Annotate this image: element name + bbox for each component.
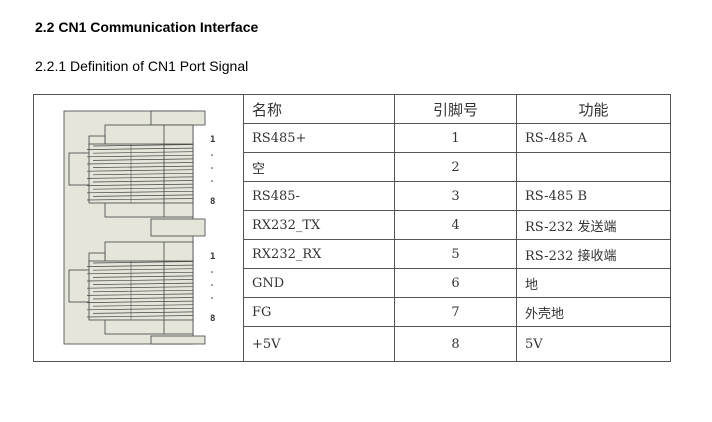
contact-line — [86, 147, 194, 150]
contact-line — [86, 198, 194, 201]
contact-line — [92, 282, 194, 285]
contact-line — [86, 154, 194, 158]
cell-name: RS485- — [243, 181, 395, 211]
contact-line — [86, 264, 194, 267]
contact-line — [86, 279, 194, 282]
contact-line — [86, 190, 194, 194]
section-title: 2.2 CN1 Communication Interface — [35, 19, 259, 35]
contact-line — [86, 169, 194, 172]
cell-name: GND — [243, 268, 395, 298]
pin-ellipsis-dot — [211, 167, 213, 169]
pin-label-top-8: 8 — [210, 197, 216, 207]
cell-pin: 8 — [394, 326, 517, 362]
cell-pin: 3 — [394, 181, 517, 211]
pin-ellipsis-dot — [211, 297, 213, 299]
contact-line — [92, 289, 194, 293]
cell-function: RS-485 B — [516, 181, 671, 211]
contact-line — [92, 304, 194, 307]
cell-pin: 6 — [394, 268, 517, 298]
contact-line — [92, 165, 194, 168]
contact-line — [92, 261, 194, 264]
pin-label-top-1: 1 — [210, 135, 216, 145]
cell-pin: 4 — [394, 210, 517, 240]
cell-pin: 1 — [394, 123, 517, 153]
contact-line — [92, 172, 194, 176]
contact-line — [92, 297, 194, 300]
pin-ellipsis-dot — [211, 284, 213, 286]
cell-function — [516, 152, 671, 182]
connector-flange — [150, 335, 206, 345]
cell-function: RS-232 接收端 — [516, 239, 671, 269]
contact-line — [92, 187, 194, 190]
connector-diagram-cell: 1 8 1 8 — [33, 94, 244, 362]
contact-line — [86, 271, 194, 275]
contact-line — [92, 311, 194, 314]
cell-name: 空 — [243, 152, 395, 182]
jack-tab — [68, 269, 92, 303]
contact-line — [92, 180, 194, 183]
rj45-double-connector-diagram — [63, 110, 213, 345]
contact-line — [86, 293, 194, 296]
cell-pin: 5 — [394, 239, 517, 269]
header-pin: 引脚号 — [394, 94, 517, 124]
cell-name: RX232_RX — [243, 239, 395, 269]
contact-line — [92, 158, 194, 161]
cell-name: RS485+ — [243, 123, 395, 153]
cell-function: 外壳地 — [516, 297, 671, 327]
cell-function: RS-485 A — [516, 123, 671, 153]
contact-line — [92, 275, 194, 278]
contact-line — [86, 176, 194, 179]
contact-line — [86, 315, 194, 318]
cell-pin: 7 — [394, 297, 517, 327]
contact-line — [86, 307, 194, 311]
cell-function: 地 — [516, 268, 671, 298]
contact-line — [92, 194, 194, 197]
header-function: 功能 — [516, 94, 671, 124]
jack-tab — [68, 152, 92, 186]
cell-function: 5V — [516, 326, 671, 362]
connector-flange — [150, 110, 206, 126]
cell-function: RS-232 发送端 — [516, 210, 671, 240]
pin-label-bottom-1: 1 — [210, 252, 216, 262]
contact-line — [92, 151, 194, 154]
cell-pin: 2 — [394, 152, 517, 182]
cell-name: FG — [243, 297, 395, 327]
contact-line — [86, 300, 194, 303]
connector-flange — [150, 218, 206, 237]
contact-line — [92, 268, 194, 271]
table-header-row: 1 8 1 8 名称 引脚号 功能 — [33, 94, 671, 362]
pin-ellipsis-dot — [211, 180, 213, 182]
contact-line — [86, 162, 194, 165]
contact-line — [92, 144, 194, 147]
cell-name: +5V — [243, 326, 395, 362]
pin-ellipsis-dot — [211, 271, 213, 273]
pin-ellipsis-dot — [211, 154, 213, 156]
contact-line — [86, 286, 194, 289]
subsection-title: 2.2.1 Definition of CN1 Port Signal — [35, 58, 249, 74]
cell-name: RX232_TX — [243, 210, 395, 240]
pin-label-bottom-8: 8 — [210, 314, 216, 324]
contact-line — [86, 183, 194, 186]
header-name: 名称 — [243, 94, 395, 124]
